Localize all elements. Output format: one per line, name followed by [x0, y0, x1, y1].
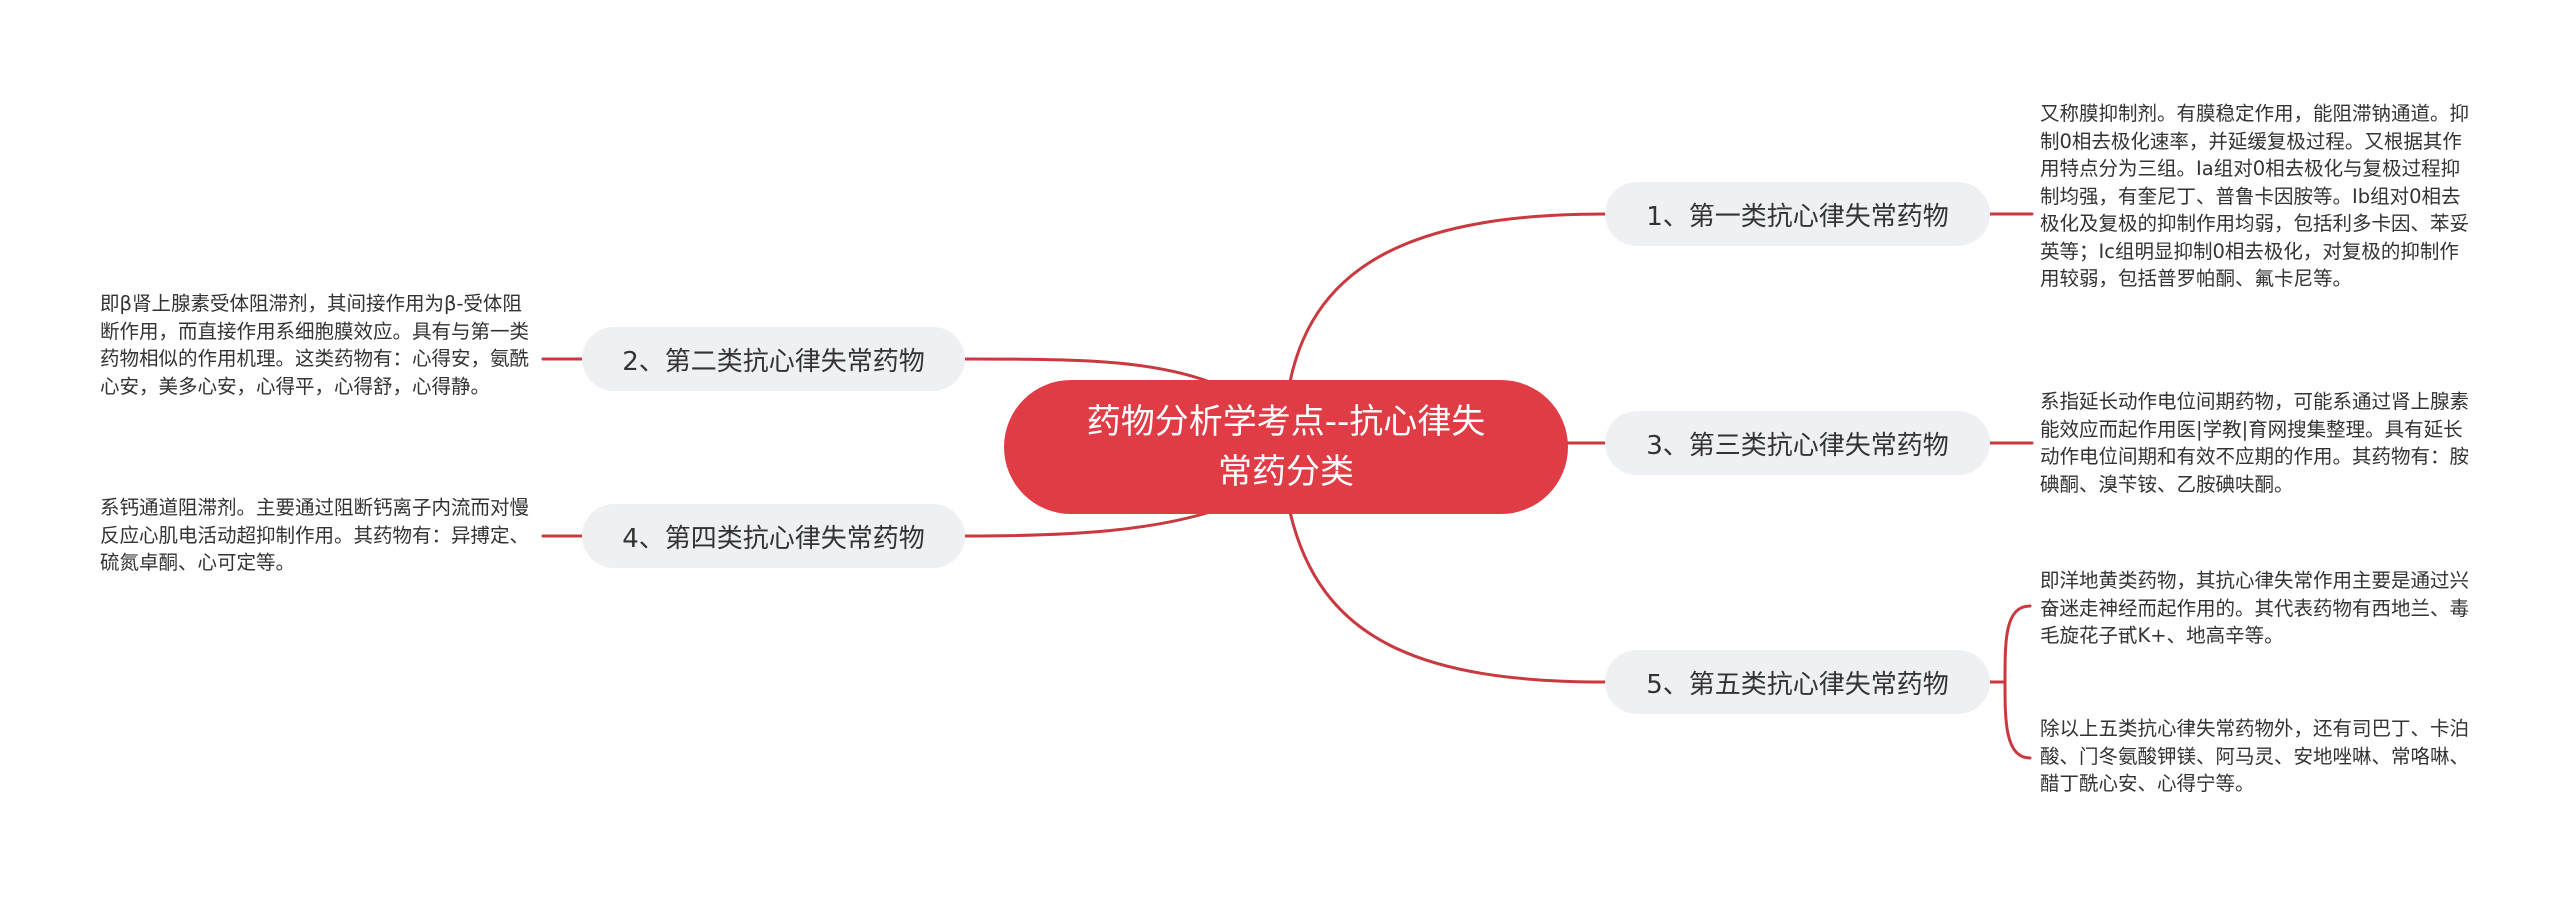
root-topic[interactable]: 药物分析学考点--抗心律失常药分类: [1004, 380, 1568, 514]
branch-topic-2[interactable]: 2、第二类抗心律失常药物: [582, 327, 965, 391]
branch-topic-2-label: 2、第二类抗心律失常药物: [622, 346, 925, 377]
branch-5-note-2: 除以上五类抗心律失常药物外，还有司巴丁、卡泊酸、门冬氨酸钾镁、阿马灵、安地唑啉、…: [2040, 717, 2470, 795]
root-topic-label: 药物分析学考点--抗心律失常药分类: [1086, 402, 1486, 492]
connector-root-branch-4: [963, 510, 1212, 538]
branch-topic-1-label: 1、第一类抗心律失常药物: [1646, 201, 1949, 232]
branch-topic-3[interactable]: 3、第三类抗心律失常药物: [1605, 411, 1990, 475]
branch-3-note: 系指延长动作电位间期药物，可能系通过肾上腺素能效应而起作用医|学教|育网搜集整理…: [2040, 390, 2470, 496]
connector-root-branch-2: [963, 357, 1212, 384]
branch-1-note: 又称膜抑制剂。有膜稳定作用，能阻滞钠通道。抑制0相去极化速率，并延缓复极过程。又…: [2040, 102, 2470, 290]
branch-2-note: 即β肾上腺素受体阻滞剂，其间接作用为β-受体阻断作用，而直接作用系细胞膜效应。具…: [100, 292, 530, 398]
branch-topic-1[interactable]: 1、第一类抗心律失常药物: [1605, 182, 1990, 246]
branch-topic-4[interactable]: 4、第四类抗心律失常药物: [582, 504, 965, 568]
branch-topic-5-label: 5、第五类抗心律失常药物: [1646, 669, 1949, 700]
branch-topic-3-label: 3、第三类抗心律失常药物: [1646, 430, 1949, 461]
connector-root-branch-1: [1288, 212, 1607, 384]
connector-root-branch-5: [1288, 510, 1607, 684]
branch-5-note-1: 即洋地黄类药物，其抗心律失常作用主要是通过兴奋迷走神经而起作用的。其代表药物有西…: [2040, 569, 2470, 647]
connector-branch-5-note-2: [2003, 680, 2032, 760]
branch-topic-5[interactable]: 5、第五类抗心律失常药物: [1605, 650, 1990, 714]
connector-branch-5-note-1: [2003, 604, 2032, 684]
branch-4-note: 系钙通道阻滞剂。主要通过阻断钙离子内流而对慢反应心肌电活动超抑制作用。其药物有：…: [100, 496, 530, 574]
branch-topic-4-label: 4、第四类抗心律失常药物: [622, 523, 925, 554]
